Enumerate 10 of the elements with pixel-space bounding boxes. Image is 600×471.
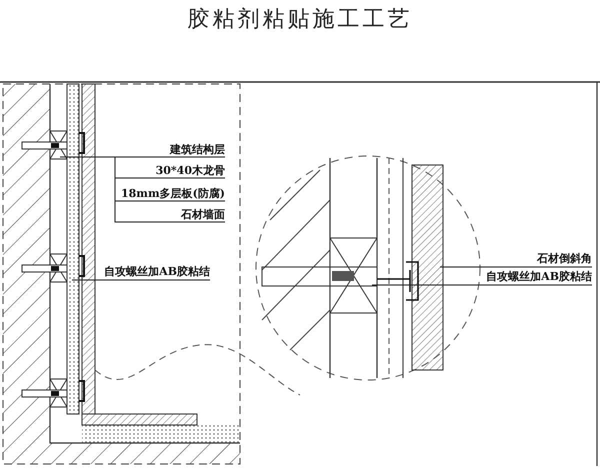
callout-label: 30*40木龙骨 [156,164,225,177]
callout-label: 石材倒斜角 [537,252,592,265]
callout-label: 自攻螺丝加AB胶粘结 [104,265,210,278]
leader-line [440,266,592,268]
callout-label: 建筑结构层 [170,143,225,156]
title: 胶粘剂粘贴施工工艺 [186,6,414,34]
leader-line [372,284,592,286]
callout-label: 18mm多层板(防腐) [121,187,225,200]
callout-label: 自攻螺丝加AB胶粘结 [486,270,592,283]
callout-label: 石材墙面 [181,208,225,221]
